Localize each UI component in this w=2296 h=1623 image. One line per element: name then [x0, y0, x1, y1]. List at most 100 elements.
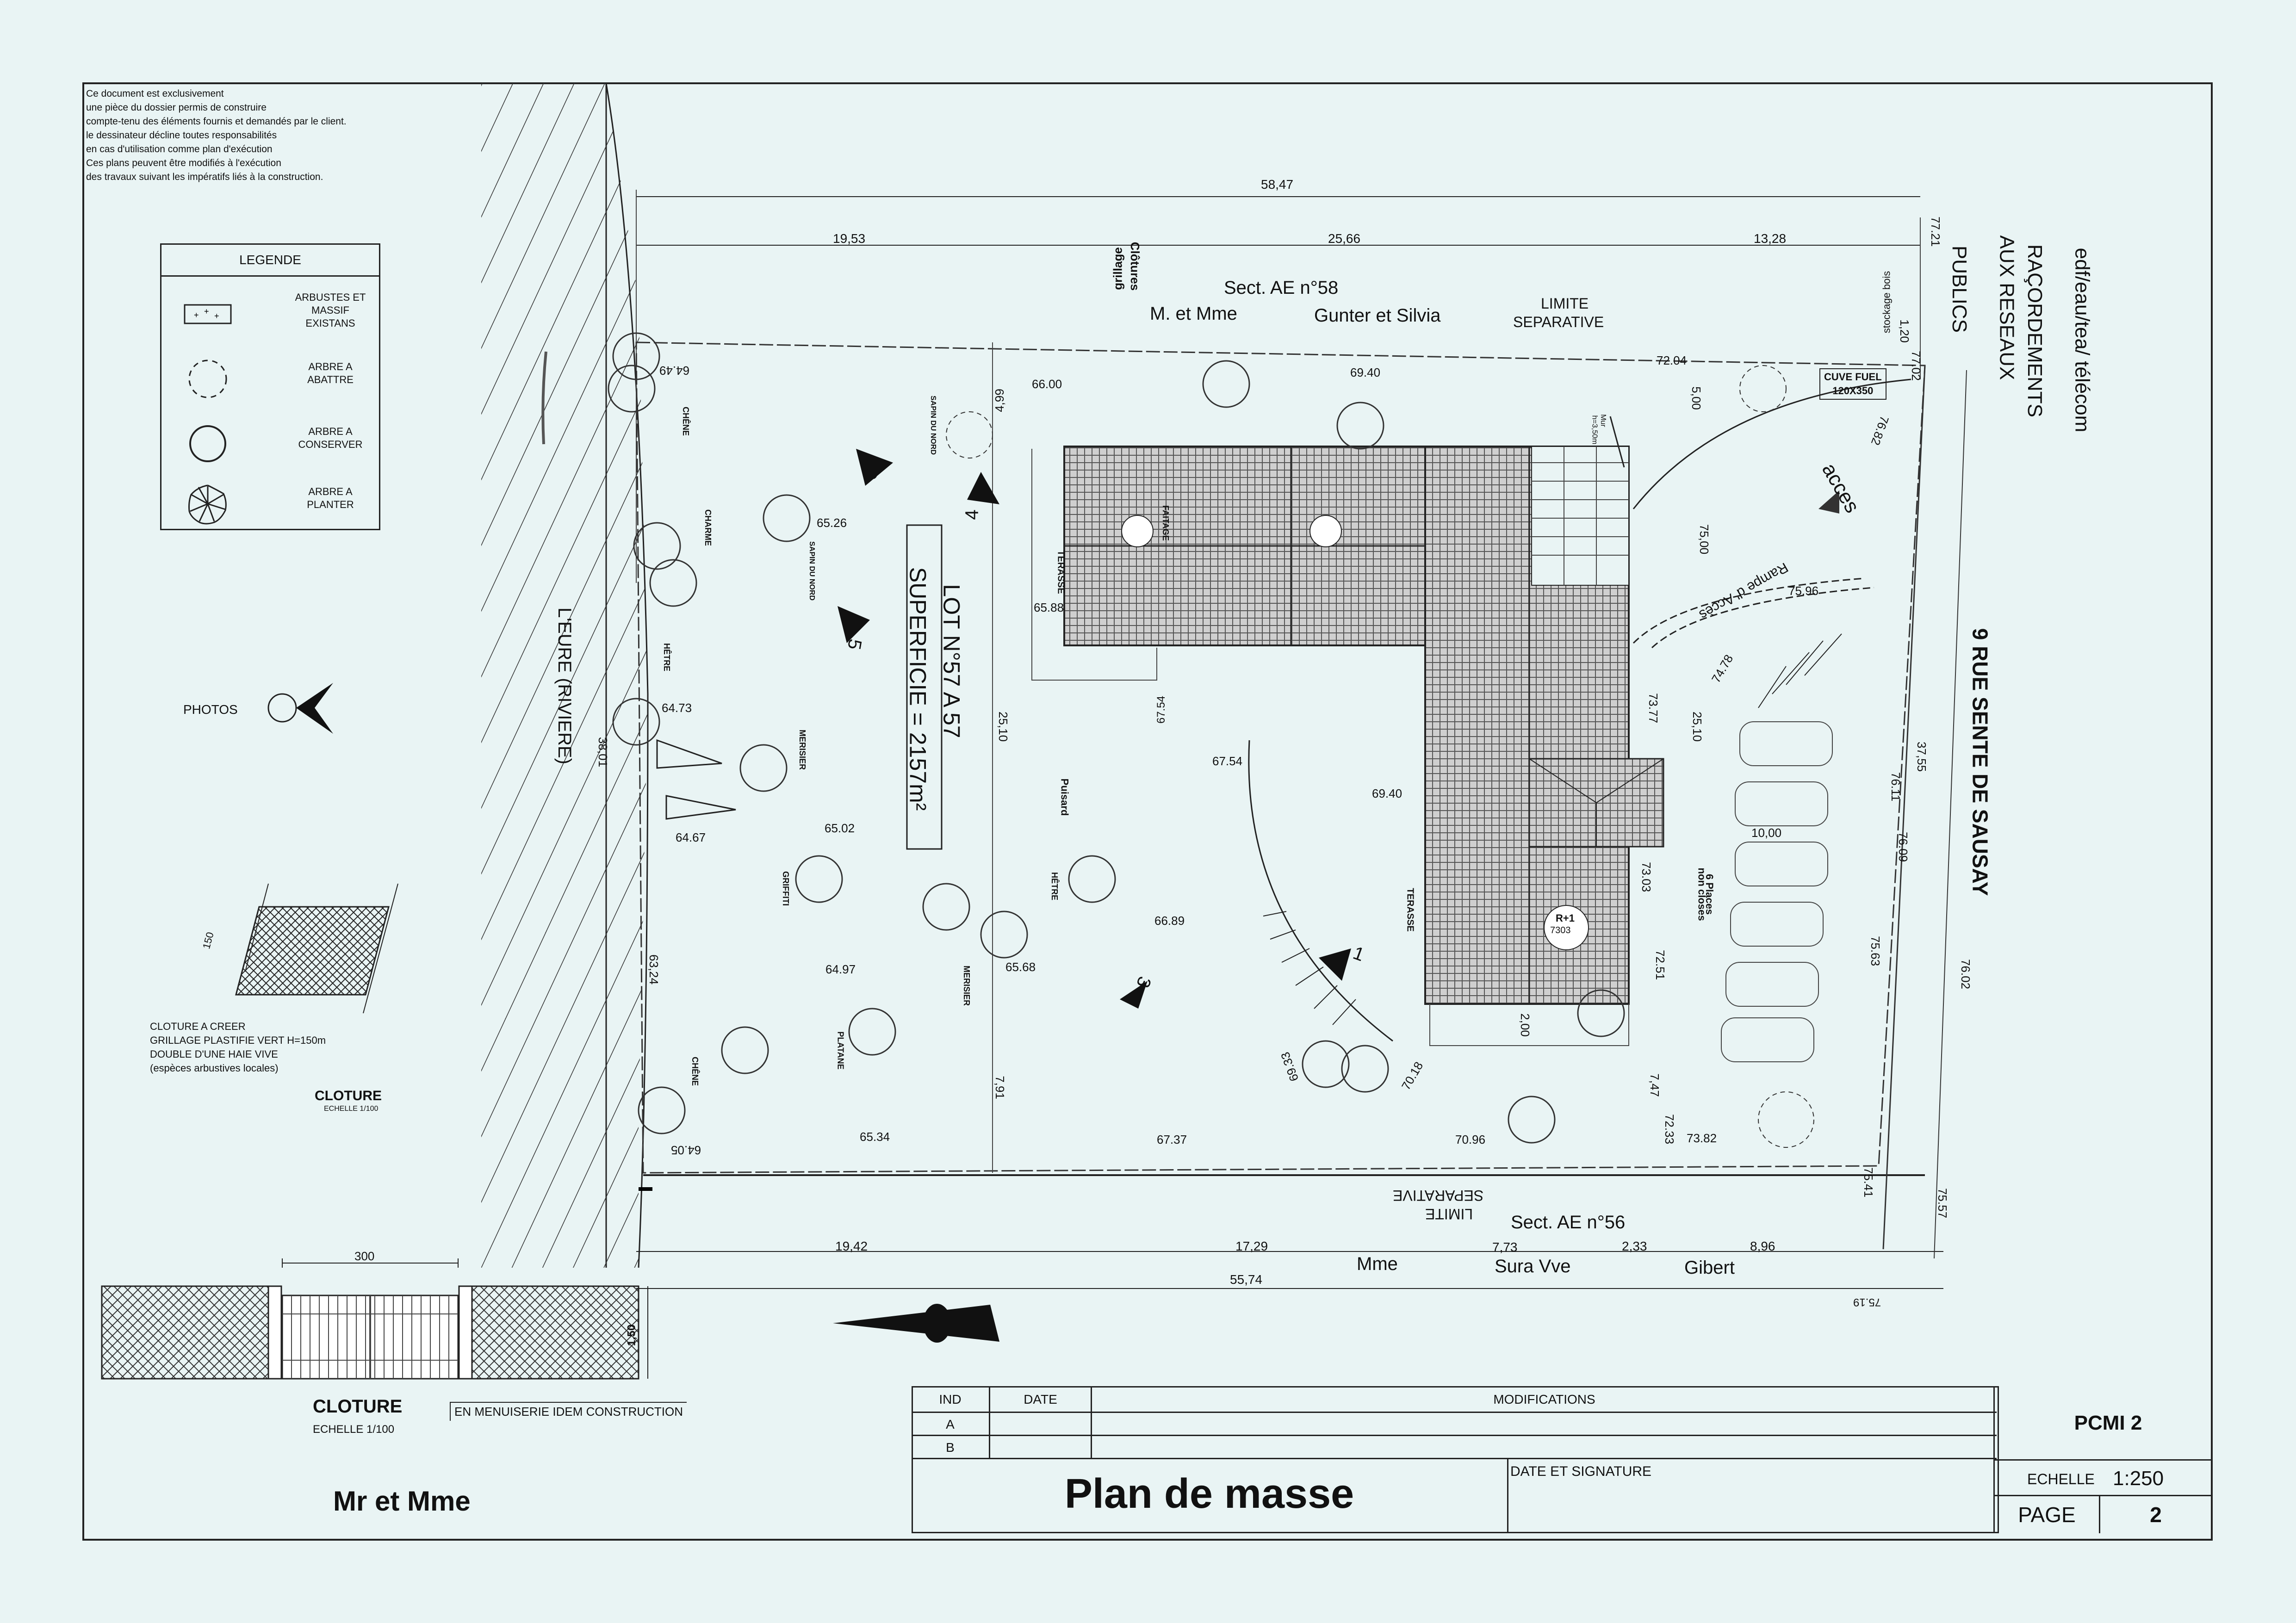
level: 65.34 — [860, 1130, 890, 1144]
inner-dim: 37,55 — [1915, 741, 1929, 772]
date-signature: DATE ET SIGNATURE — [1510, 1464, 1652, 1479]
lot-label-2: SUPERFICIE = 2157m² — [905, 567, 931, 811]
legend-label: ARBRE A CONSERVER — [298, 426, 363, 450]
north-sect: Sect. AE n°58 — [1224, 278, 1339, 298]
photo-marker-1 — [1319, 948, 1351, 981]
inner-dim: 7,91 — [993, 1076, 1007, 1099]
level: 64.67 — [676, 830, 706, 844]
gate-elevation — [101, 1258, 648, 1380]
level: 64.97 — [825, 962, 856, 976]
photos-label: PHOTOS — [183, 702, 238, 717]
fence-desc-4: (espèces arbustives locales) — [150, 1062, 279, 1074]
legend-label: ARBRE A ABATTRE — [307, 361, 354, 385]
dim-top-total: 58,47 — [1261, 177, 1294, 192]
scale-label: ECHELLE — [2027, 1471, 2095, 1487]
level: 69.40 — [1372, 787, 1402, 800]
fence-desc-3: DOUBLE D'UNE HAIE VIVE — [150, 1048, 278, 1060]
level: 76.02 — [1959, 959, 1973, 990]
col-ind: IND — [912, 1386, 990, 1413]
level: 67.37 — [1157, 1133, 1187, 1146]
parking-label-2: non closes — [1696, 867, 1708, 921]
south-owner-2: Sura Vve — [1495, 1256, 1571, 1276]
networks-3: AUX RESEAUX — [1995, 235, 2018, 380]
level: 75.41 — [1862, 1167, 1876, 1198]
client-name: Mr et Mme — [333, 1486, 471, 1517]
level: 64.49 — [659, 364, 690, 378]
level: 73.03 — [1639, 861, 1654, 892]
sheet-code: PCMI 2 — [2074, 1412, 2142, 1434]
level: 72.33 — [1663, 1114, 1677, 1145]
dim-bottom-1: 19,42 — [835, 1239, 868, 1253]
dim-bottom-4: 2,33 — [1622, 1239, 1647, 1253]
svg-text:+: + — [194, 310, 199, 320]
level: 73.82 — [1687, 1131, 1717, 1145]
wall-label: Mur — [1599, 414, 1607, 427]
terrasse-label: TERASSE — [1055, 550, 1066, 594]
drawing-frame — [82, 82, 2213, 1541]
level: 72.51 — [1653, 949, 1668, 980]
level: 69.40 — [1350, 365, 1381, 379]
clotures-label: Clôtures — [1128, 242, 1142, 291]
legend-title: LEGENDE — [161, 245, 379, 277]
level: 67.54 — [1212, 754, 1243, 768]
inner-dim: 4,99 — [992, 389, 1006, 412]
photo-marker-5 — [838, 606, 870, 643]
fence-desc-2: GRILLAGE PLASTIFIE VERT H=150m — [150, 1035, 326, 1046]
inner-dim: 10,00 — [1751, 826, 1782, 840]
inner-dim: 7,47 — [1647, 1073, 1662, 1097]
inner-dim: 75,00 — [1697, 524, 1712, 555]
north-arrow-icon — [833, 1304, 999, 1343]
dim-bottom-2: 17,29 — [1235, 1239, 1268, 1253]
scale-cell: ECHELLE 1:250 — [1995, 1459, 2212, 1496]
page-label: PAGE — [1995, 1496, 2100, 1533]
level: 65.68 — [1005, 960, 1036, 974]
fence-desc-1: CLOTURE A CREER — [150, 1021, 246, 1032]
fuel-tank-dim: 120X350 — [1832, 385, 1874, 396]
photo-camera-icon — [267, 683, 333, 734]
tree-label: HÊTRE — [1050, 872, 1060, 901]
legend-box: LEGENDE +++ ARBUSTES ET MASSIF EXISTANS … — [160, 243, 380, 530]
shrub-icon: +++ — [184, 304, 232, 324]
legend-item-cut: ARBRE A ABATTRE — [161, 347, 379, 411]
dim-bottom-3: 7,73 — [1492, 1240, 1518, 1254]
dim-bottom-5: 8,96 — [1750, 1239, 1775, 1253]
dim-top-2: 25,66 — [1328, 231, 1361, 246]
level: 73.77 — [1646, 693, 1661, 724]
inner-dim: 1,20 — [1897, 319, 1911, 343]
inner-dim: 2,00 — [1518, 1013, 1532, 1037]
terrasse-label-2: TERASSE — [1405, 888, 1415, 932]
tree-label: MERISIER — [798, 729, 807, 770]
title-block-divider — [1993, 1386, 1995, 1533]
row-b: B — [912, 1436, 990, 1459]
level: 75.19 — [1853, 1296, 1881, 1308]
svg-text:+: + — [204, 307, 209, 316]
photo-marker-4 — [967, 472, 999, 504]
level: 76.09 — [1896, 831, 1911, 862]
grillage-label: grillage — [1111, 247, 1125, 290]
row-a: A — [912, 1413, 990, 1436]
wall-height: h=3,50m — [1590, 415, 1599, 445]
tree-label: CHARME — [703, 509, 713, 546]
level: 65.02 — [825, 821, 855, 835]
row-b-mod — [1092, 1436, 1997, 1459]
north-limite-1: LIMITE — [1541, 295, 1589, 312]
inner-dim: 5,00 — [1689, 386, 1703, 410]
tree-label: CHÊNE — [690, 1056, 700, 1086]
tree-label: HÊTRE — [662, 643, 672, 672]
north-owner-1: M. et Mme — [1150, 304, 1237, 324]
puisard-label: Puisard — [1059, 778, 1071, 816]
tree-label: CHÊNE — [681, 406, 691, 436]
disclaimer-text: Ce document est exclusivement une pièce … — [86, 88, 347, 182]
tree-to-cut-icon — [188, 359, 227, 398]
river-label: L'EURE (RIVIERE) — [554, 607, 575, 764]
level: 67.54 — [1155, 695, 1168, 724]
tree-label: SAPIN DU NORD — [808, 541, 816, 601]
inner-dim: 38,01 — [596, 737, 610, 768]
road-name: 9 RUE SENTE DE SAUSAY — [1968, 628, 1992, 896]
row-a-mod — [1092, 1413, 1997, 1436]
level: 76.11 — [1889, 772, 1903, 802]
south-limite-1: LIMITE — [1425, 1206, 1473, 1222]
south-sect: Sect. AE n°56 — [1511, 1212, 1626, 1233]
level: 70.96 — [1455, 1133, 1486, 1146]
